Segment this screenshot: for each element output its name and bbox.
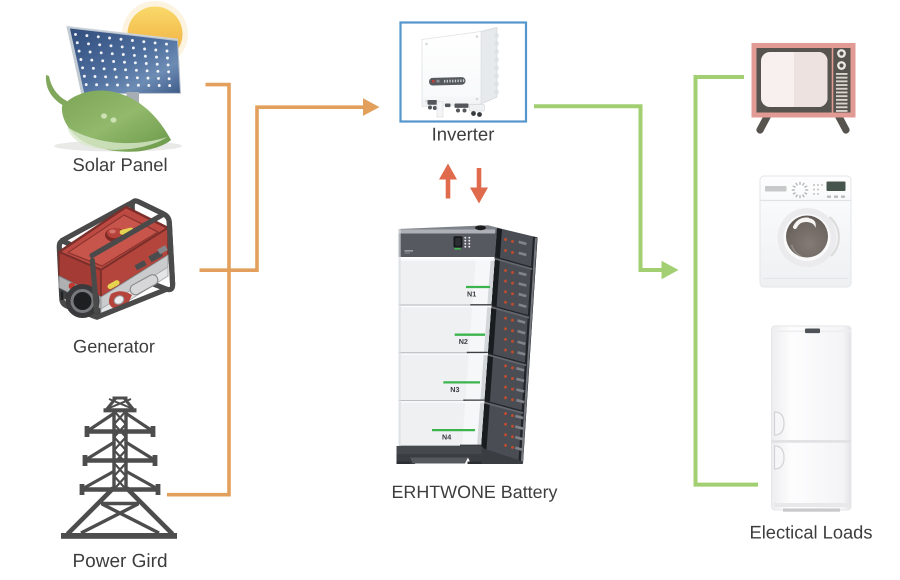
svg-text:Power Gird: Power Gird — [72, 551, 167, 572]
svg-text:Solar Panel: Solar Panel — [72, 154, 167, 175]
svg-text:N2: N2 — [459, 337, 468, 346]
svg-text:N4: N4 — [442, 433, 451, 442]
svg-text:Electical Loads: Electical Loads — [750, 522, 873, 543]
svg-text:Generator: Generator — [73, 337, 155, 357]
svg-text:ERHTWONE Battery: ERHTWONE Battery — [391, 482, 557, 502]
svg-text:Inverter: Inverter — [432, 124, 495, 145]
svg-text:N1: N1 — [467, 290, 476, 299]
svg-text:N3: N3 — [450, 385, 459, 394]
